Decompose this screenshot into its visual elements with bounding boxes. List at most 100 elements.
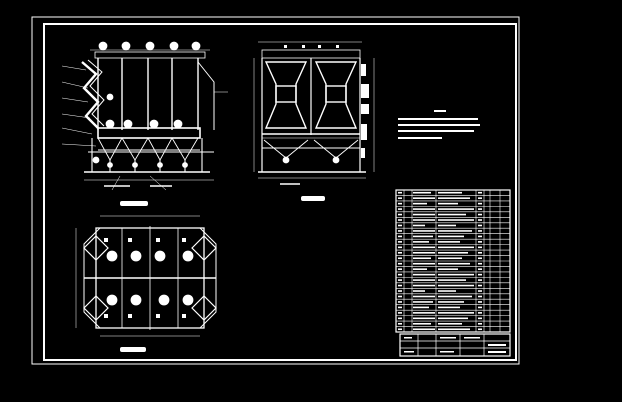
parts-table: [395, 189, 511, 333]
parts-table-cell-name: [413, 197, 435, 199]
front-top-nozzles: [98, 41, 201, 51]
parts-table-cell-spec: [438, 322, 462, 325]
parts-table-cell-spec: [438, 279, 466, 281]
notes-title-bar: [434, 110, 446, 112]
plan-filter-bags: [106, 250, 194, 306]
front-view-label: [120, 201, 148, 206]
parts-table-cell-qty: [478, 284, 482, 287]
parts-table-cell-text: [398, 191, 482, 331]
parts-table-cell-qty: [478, 295, 482, 298]
front-top-beam: [94, 51, 206, 59]
parts-table-cell-no: [398, 317, 402, 320]
parts-table-columns: [403, 190, 501, 332]
parts-table-cell-no: [398, 197, 402, 199]
parts-table-cell-name: [413, 202, 427, 205]
plan-view-label: [120, 347, 146, 352]
technical-notes: [398, 110, 480, 139]
parts-table-cell-spec: [438, 224, 456, 227]
parts-table-cell-qty: [478, 279, 482, 281]
title-block: [399, 333, 511, 357]
parts-table-cell-no: [398, 191, 402, 194]
parts-table-cell-spec: [438, 235, 464, 238]
parts-table-cell-name: [413, 301, 433, 303]
parts-table-cell-spec: [438, 268, 458, 270]
notes-line-3: [398, 130, 474, 132]
front-baffle-zigzag-2: [87, 59, 105, 127]
parts-table-cell-spec: [438, 208, 474, 210]
parts-table-cell-spec: [438, 306, 460, 309]
title-block-fills: [404, 337, 506, 353]
side-discharge-nozzles: [282, 156, 340, 164]
parts-table-cell-spec: [438, 328, 470, 331]
parts-table-cell-name: [413, 230, 435, 232]
notes-line-2: [398, 124, 480, 126]
parts-table-cell-spec: [438, 230, 472, 232]
parts-table-cell-spec: [438, 312, 474, 314]
parts-table-cell-spec: [438, 251, 468, 254]
side-top-ticks: [284, 45, 339, 48]
parts-table-cell-spec: [438, 290, 456, 292]
parts-table-cell-no: [398, 312, 402, 314]
front-mid-nozzles: [105, 93, 183, 129]
front-baffle-zigzag: [81, 61, 100, 129]
plan-corner-diamonds: [83, 235, 217, 321]
parts-table-cell-spec: [438, 301, 464, 303]
parts-table-cell-qty: [478, 317, 482, 320]
parts-table-cell-spec: [438, 202, 458, 205]
parts-table-cell-name: [413, 251, 435, 254]
parts-table-cell-no: [398, 213, 402, 216]
parts-table-cell-name: [413, 306, 429, 309]
side-hourglass-chambers: [264, 61, 358, 129]
parts-table-rows: [396, 195, 510, 327]
front-discharge-flanges: [92, 156, 188, 168]
parts-table-cell-name: [413, 328, 435, 331]
parts-table-cell-qty: [478, 301, 482, 303]
parts-table-cell-no: [398, 301, 402, 303]
parts-table-cell-qty: [478, 197, 482, 199]
parts-table-cell-qty: [478, 235, 482, 238]
parts-table-cell-no: [398, 202, 402, 205]
parts-table-cell-spec: [438, 295, 472, 298]
parts-table-cell-spec: [438, 191, 462, 194]
parts-table-cell-name: [413, 262, 435, 265]
parts-table-cell-name: [413, 295, 435, 298]
inner-frame: [43, 23, 517, 361]
plan-view: [75, 215, 217, 352]
parts-table-cell-no: [398, 306, 402, 309]
parts-table-cell-no: [398, 295, 402, 298]
parts-table-cell-qty: [478, 241, 482, 243]
parts-table-cell-spec: [438, 273, 474, 276]
front-chamber-walls: [97, 58, 199, 130]
parts-table-cell-name: [413, 290, 425, 292]
parts-table-cell-qty: [478, 312, 482, 314]
parts-table-cell-name: [413, 208, 435, 210]
title-block-frame: [399, 333, 511, 357]
parts-table-cell-name: [413, 191, 431, 194]
parts-table-cell-qty: [478, 230, 482, 232]
parts-table-cell-no: [398, 230, 402, 232]
parts-table-cell-qty: [478, 202, 482, 205]
parts-table-cell-spec: [438, 262, 470, 265]
front-right-side: [197, 61, 215, 130]
parts-table-cell-no: [398, 262, 402, 265]
parts-table-cell-spec: [438, 213, 466, 216]
parts-table-cell-qty: [478, 213, 482, 216]
parts-table-cell-name: [413, 322, 431, 325]
sheet-frame: [31, 16, 520, 365]
front-collar-band: [97, 127, 201, 139]
front-leader-lines: [61, 65, 228, 191]
parts-table-cell-no: [398, 224, 402, 227]
side-right-fittings: [361, 64, 369, 158]
parts-table-cell-name: [413, 317, 435, 320]
parts-table-cell-no: [398, 322, 402, 325]
parts-table-cell-name: [413, 235, 433, 238]
parts-table-cell-name: [413, 279, 435, 281]
parts-table-cell-qty: [478, 224, 482, 227]
front-support-legs: [84, 138, 210, 173]
plan-small-marks: [104, 238, 186, 318]
parts-table-cell-qty: [478, 306, 482, 309]
parts-table-cell-name: [413, 257, 431, 260]
side-view: [253, 41, 375, 201]
parts-table-cell-name: [413, 213, 435, 216]
